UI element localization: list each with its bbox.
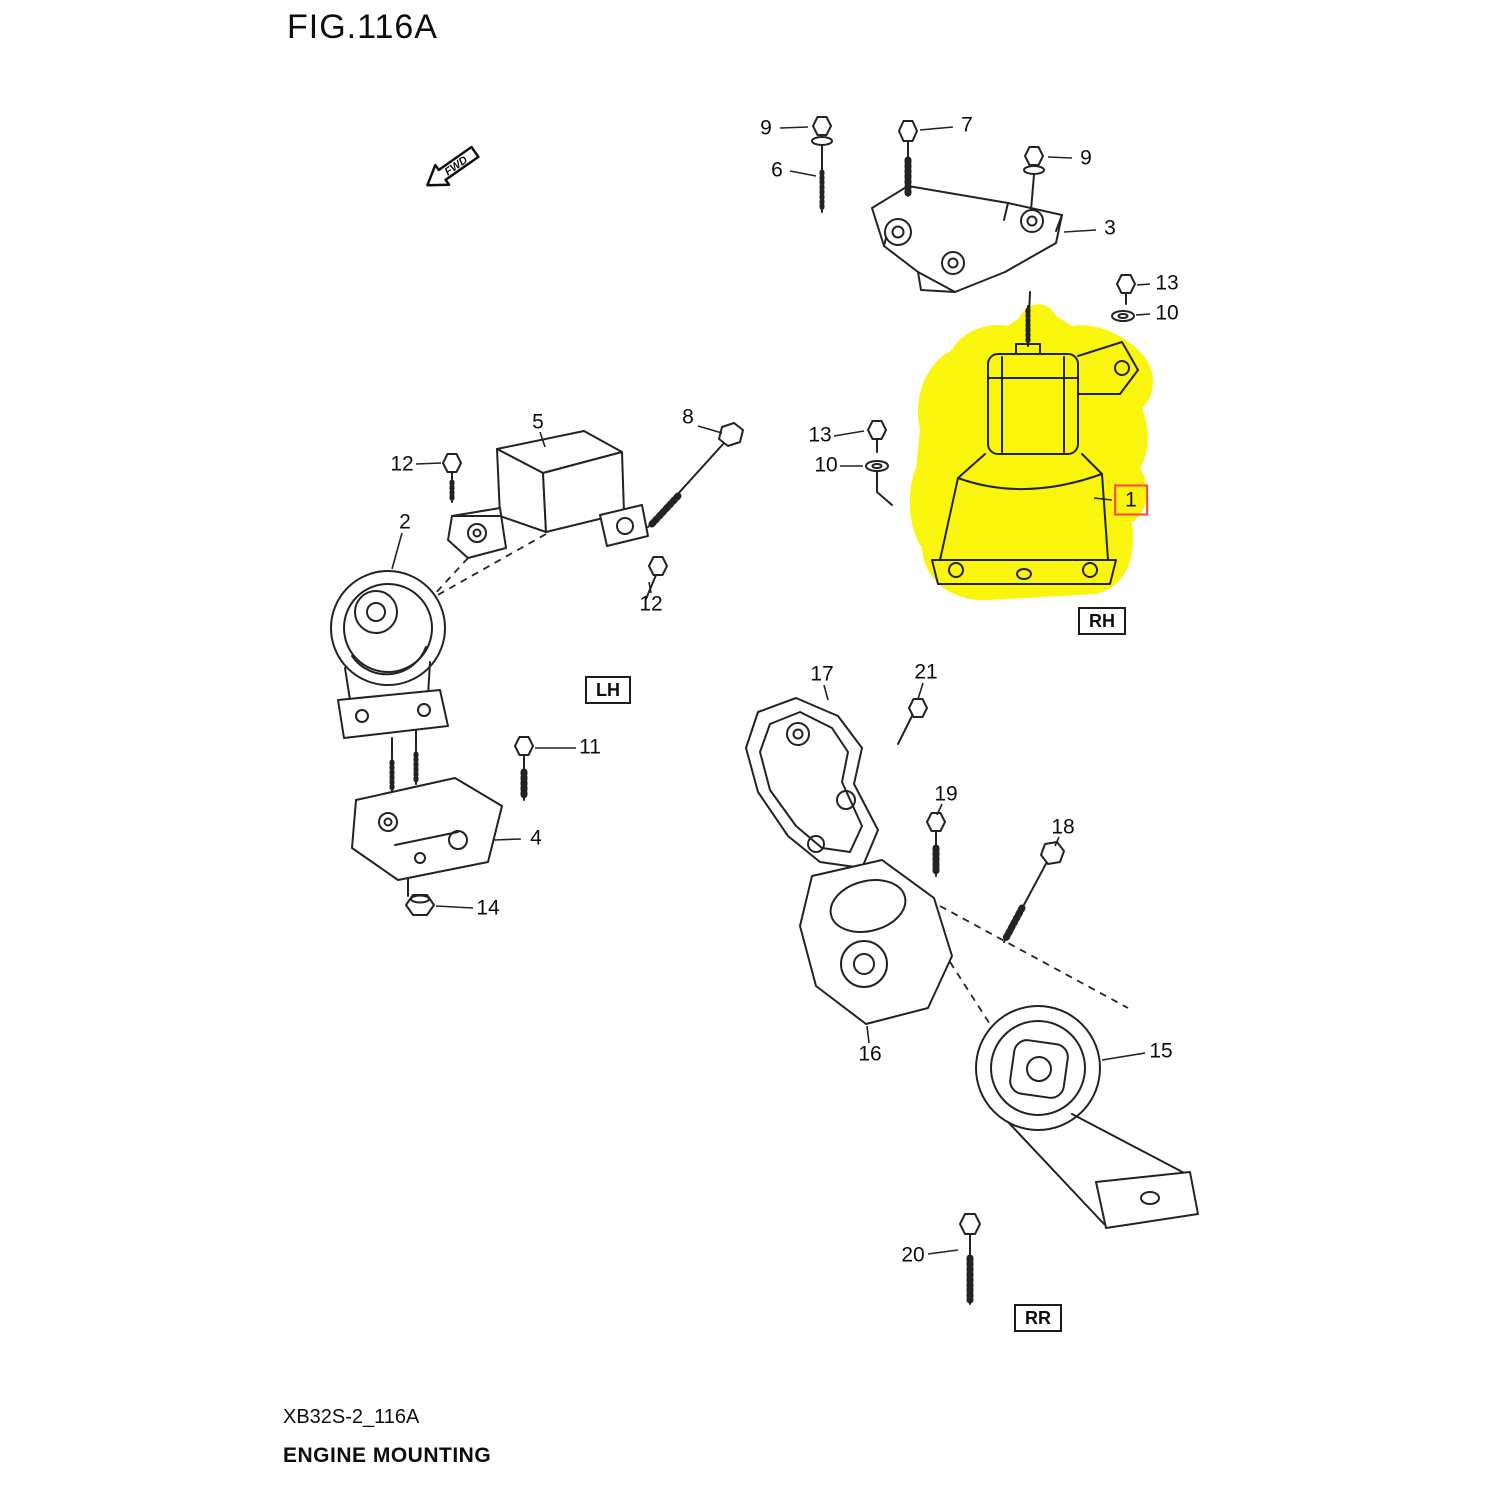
part-2-mount — [330, 570, 449, 897]
assembly-rr — [745, 697, 1199, 1305]
bolt-13-washer-10-left — [865, 420, 893, 506]
callout-15: 15 — [1149, 1039, 1173, 1063]
part-4-bracket — [351, 777, 503, 881]
bolt-13-washer-10-right — [1111, 274, 1136, 322]
callout-4: 4 — [530, 826, 542, 850]
bolt-19 — [926, 812, 946, 877]
part-5-bracket — [447, 430, 649, 559]
nut-9-right — [1023, 146, 1045, 211]
callout-13: 13 — [808, 423, 832, 447]
callout-17: 17 — [810, 662, 834, 686]
callout-7: 7 — [961, 113, 973, 137]
label-rr-text: RR — [1025, 1308, 1051, 1328]
bolt-20 — [959, 1213, 981, 1305]
bolt-12-lower — [645, 556, 668, 600]
callout-8: 8 — [682, 405, 694, 429]
callout-16: 16 — [858, 1042, 882, 1066]
callout-leader-lines — [391, 126, 1151, 1255]
nut-9-left-and-stud-6 — [811, 116, 833, 213]
label-lh-box: LH — [585, 676, 631, 704]
bolt-7 — [898, 120, 918, 197]
callout-2: 2 — [399, 510, 411, 534]
callout-12: 12 — [639, 592, 663, 616]
callout-18: 18 — [1051, 815, 1075, 839]
callout-13: 13 — [1155, 271, 1179, 295]
part-1-engine-mount — [931, 305, 1139, 585]
callout-1-highlighted: 1 — [1114, 484, 1148, 516]
callout-9: 9 — [1080, 146, 1092, 170]
bolt-21 — [897, 698, 928, 745]
callout-10: 10 — [1155, 301, 1179, 325]
callout-21: 21 — [914, 660, 938, 684]
callout-20: 20 — [901, 1243, 925, 1267]
label-rr-box: RR — [1014, 1304, 1062, 1332]
callout-12: 12 — [390, 452, 414, 476]
callout-3: 3 — [1104, 216, 1116, 240]
part-15-mount — [975, 1005, 1199, 1229]
assembly-lh — [330, 422, 744, 916]
part-1-highlight — [909, 304, 1153, 601]
figure-caption: ENGINE MOUNTING — [283, 1444, 492, 1467]
label-rh-text: RH — [1089, 611, 1115, 631]
callout-10: 10 — [814, 453, 838, 477]
callout-14: 14 — [476, 896, 500, 920]
callout-6: 6 — [771, 158, 783, 182]
callout-19: 19 — [934, 782, 958, 806]
callout-5: 5 — [532, 410, 544, 434]
bolt-8 — [647, 422, 744, 528]
part-16-bracket — [799, 859, 953, 1025]
part-17-bracket — [745, 697, 879, 869]
callout-11: 11 — [579, 735, 601, 759]
bolt-11 — [514, 736, 534, 801]
label-lh-text: LH — [596, 680, 620, 700]
bolt-12-upper — [442, 453, 462, 503]
assembly-rh — [811, 116, 1153, 601]
fwd-arrow: FWD — [426, 145, 480, 187]
bolt-18 — [1002, 841, 1065, 943]
figure-code: XB32S-2_116A — [283, 1406, 420, 1428]
part-3-bracket — [871, 185, 1063, 293]
callout-9: 9 — [760, 116, 772, 140]
figure-title: FIG.116A — [287, 8, 438, 46]
nut-14 — [405, 894, 435, 916]
label-rh-box: RH — [1078, 607, 1126, 635]
